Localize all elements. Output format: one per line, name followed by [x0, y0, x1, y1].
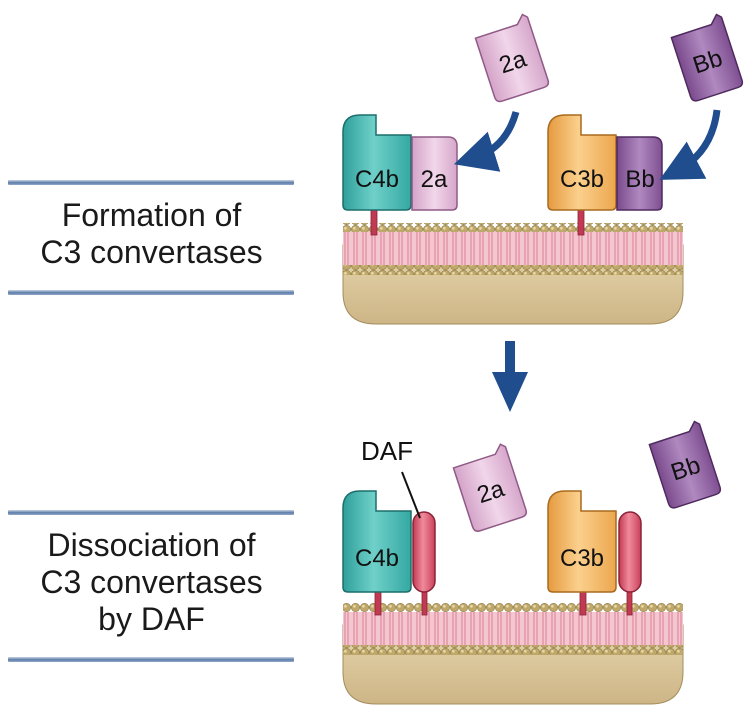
dissociation-caption-line-2: C3 convertases	[40, 564, 263, 600]
bottom-divider-lower	[8, 657, 294, 662]
c4b-label: C4b	[355, 166, 399, 193]
c4b-protein-bottom	[342, 490, 412, 593]
c3b-protein	[547, 114, 617, 211]
bb-free-top: Bb	[670, 13, 744, 102]
formation-caption-line-2: C3 convertases	[40, 234, 263, 270]
formation-caption: Formation of C3 convertases	[0, 197, 303, 271]
daf-pointer-line	[401, 471, 421, 519]
c4b-2a-complex: C4b 2a	[342, 114, 458, 236]
daf-label: DAF	[361, 436, 413, 466]
2a-bound-label: 2a	[421, 166, 448, 193]
c3b-protein-bottom	[547, 490, 617, 593]
top-membrane	[342, 223, 684, 325]
c3b-bb-complex: C3b Bb	[547, 114, 663, 236]
arrow-bb-binding	[659, 109, 721, 180]
c3b-bottom-label: C3b	[560, 545, 604, 572]
daf-right	[618, 511, 642, 616]
2a-bound-protein	[411, 136, 458, 211]
c3b-label: C3b	[560, 166, 604, 193]
daf-protein-left	[412, 511, 436, 593]
arrow-2a-binding	[453, 110, 520, 172]
c3b-dissociated: C3b	[547, 490, 617, 616]
top-divider-upper	[8, 180, 294, 185]
formation-caption-line-1: Formation of	[61, 197, 242, 233]
c4b-bottom-label: C4b	[355, 545, 399, 572]
top-divider-lower	[8, 290, 294, 295]
dissociation-caption-line-3: by DAF	[98, 601, 205, 637]
bb-bound-label: Bb	[625, 166, 654, 193]
2a-released: 2a	[452, 443, 528, 532]
c4b-dissociated: C4b	[342, 490, 412, 616]
dissociation-caption: Dissociation of C3 convertases by DAF	[0, 527, 303, 638]
dissociation-caption-line-1: Dissociation of	[47, 527, 256, 563]
daf-left	[412, 511, 436, 616]
c3b-anchor-stalk	[577, 206, 585, 236]
bb-released: Bb	[648, 420, 722, 509]
bottom-divider-upper	[8, 510, 294, 515]
bottom-membrane	[342, 603, 684, 705]
down-arrow	[492, 341, 528, 412]
c4b-anchor-stalk	[370, 206, 378, 236]
daf-protein-right	[618, 511, 642, 593]
c4b-protein	[342, 114, 412, 211]
bb-bound-protein	[616, 136, 663, 211]
2a-free-top: 2a	[474, 13, 550, 103]
